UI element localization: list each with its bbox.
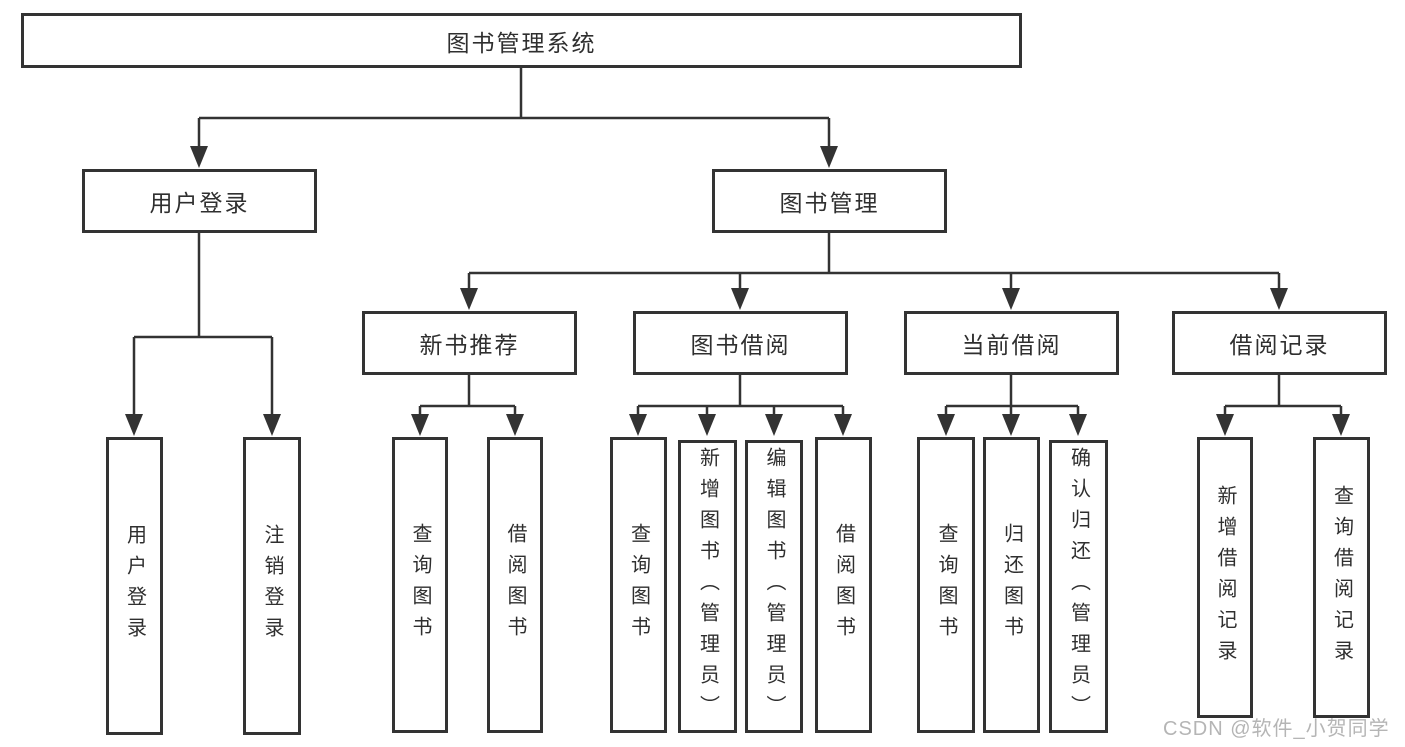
leaf-query-books-borrow-label: 查询图书 [627,523,650,647]
node-new-book-recommend: 新书推荐 [362,311,577,375]
leaf-query-books-current-label: 查询图书 [935,523,957,647]
leaf-edit-book-admin-label: 编辑图书（管理员） [763,447,785,726]
leaf-return-book-label: 归还图书 [1000,523,1023,647]
leaf-user-login-label: 用户登录 [123,524,146,648]
connector-recommend-children [411,375,524,436]
leaf-borrow-books-recommend: 借阅图书 [487,437,543,733]
leaf-borrow-books-recommend-label: 借阅图书 [504,523,526,647]
watermark: CSDN @软件_小贺同学 [1163,718,1390,740]
connector-currentborrow-children [937,375,1087,436]
connector-management-to-level3 [460,233,1288,310]
leaf-query-books-current: 查询图书 [917,437,975,733]
leaf-return-book: 归还图书 [983,437,1040,733]
leaf-borrow-books: 借阅图书 [815,437,872,733]
node-current-borrow-label: 当前借阅 [961,332,1062,358]
leaf-query-books-recommend-label: 查询图书 [409,523,431,647]
leaf-add-borrow-record: 新增借阅记录 [1197,437,1253,718]
leaf-add-book-admin: 新增图书（管理员） [678,440,737,733]
leaf-query-books-recommend: 查询图书 [392,437,448,733]
node-book-management: 图书管理 [712,169,947,233]
leaf-edit-book-admin: 编辑图书（管理员） [745,440,803,733]
leaf-add-borrow-record-label: 新增借阅记录 [1214,484,1236,671]
connector-login-children [125,233,281,436]
node-borrow-records: 借阅记录 [1172,311,1387,375]
connector-root-to-level2 [190,68,838,168]
node-new-book-recommend-label: 新书推荐 [419,332,520,358]
connector-records-children [1216,375,1350,436]
node-current-borrow: 当前借阅 [904,311,1119,375]
node-book-management-label: 图书管理 [779,190,880,216]
connector-bookborrow-children [629,375,852,436]
leaf-query-borrow-record-label: 查询借阅记录 [1330,484,1353,671]
leaf-user-login: 用户登录 [106,437,163,735]
node-user-login-label: 用户登录 [149,190,250,216]
leaf-confirm-return-admin-label: 确认归还（管理员） [1067,447,1090,726]
node-borrow-records-label: 借阅记录 [1229,332,1330,358]
leaf-confirm-return-admin: 确认归还（管理员） [1049,440,1108,733]
node-root-label: 图书管理系统 [446,29,597,56]
leaf-logout-label: 注销登录 [261,524,283,648]
leaf-add-book-admin-label: 新增图书（管理员） [696,447,719,726]
leaf-borrow-books-label: 借阅图书 [832,523,855,647]
node-book-borrow: 图书借阅 [633,311,848,375]
node-user-login: 用户登录 [82,169,317,233]
node-book-borrow-label: 图书借阅 [690,332,791,358]
node-root: 图书管理系统 [21,13,1022,68]
leaf-query-books-borrow: 查询图书 [610,437,667,733]
leaf-logout: 注销登录 [243,437,301,735]
leaf-query-borrow-record: 查询借阅记录 [1313,437,1370,718]
